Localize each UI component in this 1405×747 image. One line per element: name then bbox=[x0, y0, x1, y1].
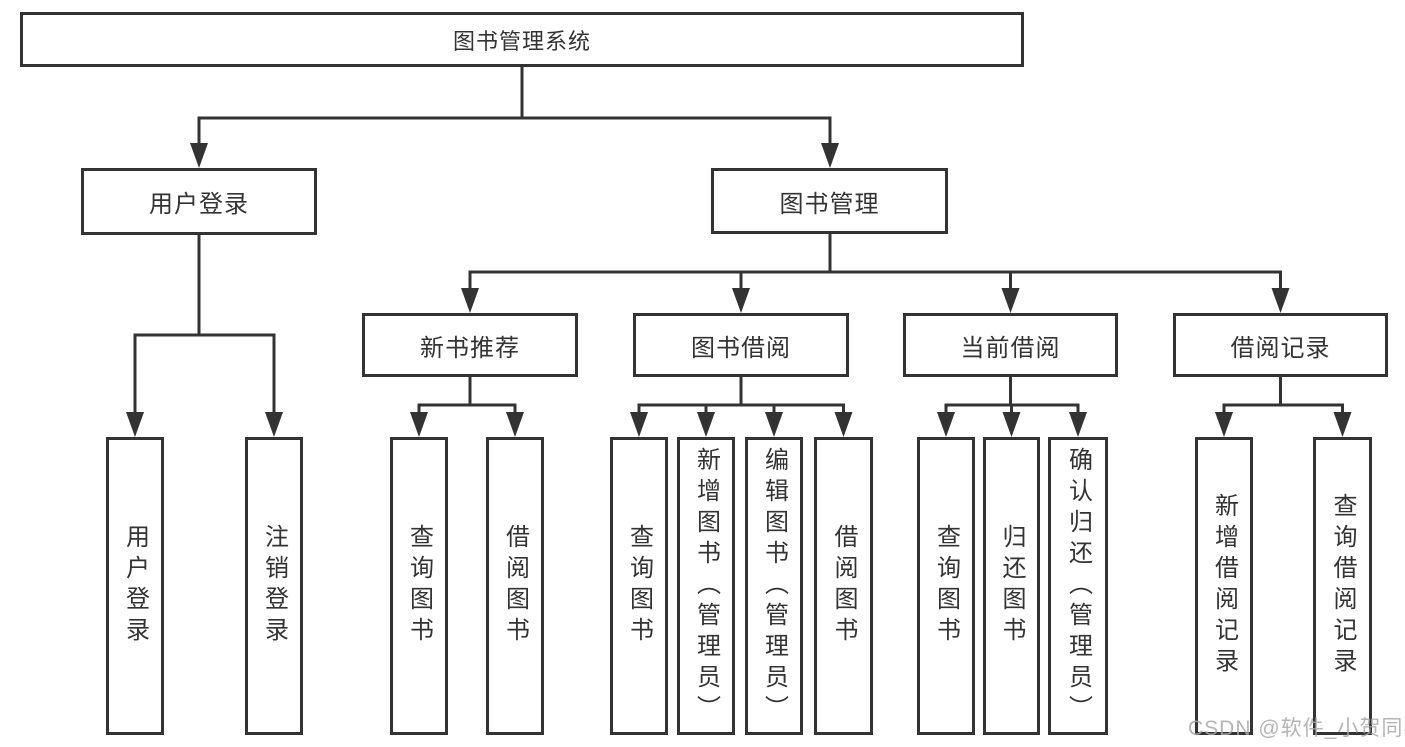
node-label: 查询图书 bbox=[625, 524, 653, 648]
arrow-down-icon bbox=[1069, 412, 1087, 437]
arrow-down-icon bbox=[461, 288, 479, 313]
node-label: 借阅图书 bbox=[830, 524, 857, 648]
node-user-login: 用户登录 bbox=[81, 168, 317, 235]
arrow-down-icon bbox=[1333, 412, 1352, 437]
arrow-down-icon bbox=[630, 412, 648, 437]
connector-current-borrow-branch bbox=[944, 377, 1080, 413]
arrow-down-icon bbox=[732, 288, 750, 313]
leaf-add-books-admin: 新增图书（管理员） bbox=[677, 437, 735, 735]
arrow-down-icon bbox=[937, 412, 955, 437]
node-label: 图书管理系统 bbox=[452, 28, 591, 54]
node-label: 借阅记录 bbox=[1230, 334, 1331, 362]
leaf-return-books: 归还图书 bbox=[983, 437, 1040, 735]
node-label: 查询图书 bbox=[932, 524, 960, 648]
node-label: 图书管理 bbox=[779, 190, 880, 218]
arrow-down-icon bbox=[821, 143, 839, 168]
arrow-down-icon bbox=[1001, 288, 1020, 313]
arrow-down-icon bbox=[410, 412, 428, 437]
node-label: 借阅图书 bbox=[501, 524, 529, 648]
node-new-book-recommend: 新书推荐 bbox=[362, 313, 578, 377]
leaf-borrow-books-recommend: 借阅图书 bbox=[486, 437, 544, 735]
arrowheads bbox=[126, 143, 1352, 437]
leaf-query-borrow-record: 查询借阅记录 bbox=[1313, 437, 1372, 735]
arrow-down-icon bbox=[1002, 412, 1021, 437]
csdn-watermark: CSDN @软件_小贺同学 bbox=[1188, 717, 1405, 740]
node-current-borrow: 当前借阅 bbox=[903, 313, 1118, 377]
node-library-management-system: 图书管理系统 bbox=[20, 12, 1024, 67]
leaf-logout: 注销登录 bbox=[245, 437, 303, 735]
node-label: 用户登录 bbox=[149, 191, 249, 218]
node-book-borrow: 图书借阅 bbox=[633, 313, 849, 377]
leaf-edit-books-admin: 编辑图书（管理员） bbox=[745, 437, 803, 735]
node-label: 查询图书 bbox=[405, 524, 433, 648]
node-label: 新增图书（管理员） bbox=[692, 446, 720, 726]
arrow-down-icon bbox=[697, 412, 715, 437]
arrow-down-icon bbox=[190, 143, 208, 168]
node-label: 归还图书 bbox=[998, 524, 1025, 648]
node-label: 新书推荐 bbox=[420, 334, 520, 362]
leaf-user-login: 用户登录 bbox=[106, 437, 164, 735]
leaf-query-books-borrow: 查询图书 bbox=[610, 437, 668, 735]
connector-user-login-branch bbox=[133, 235, 276, 413]
arrow-down-icon bbox=[1215, 412, 1233, 437]
arrow-down-icon bbox=[765, 412, 783, 437]
node-label: 注销登录 bbox=[260, 524, 288, 648]
node-label: 编辑图书（管理员） bbox=[760, 446, 788, 726]
connector-borrow-record-branch bbox=[1222, 377, 1344, 413]
connector-new-book-branch bbox=[417, 377, 517, 413]
leaf-confirm-return-admin: 确认归还（管理员） bbox=[1048, 437, 1108, 735]
node-label: 当前借阅 bbox=[960, 334, 1061, 362]
connector-tree bbox=[133, 67, 1344, 413]
arrow-down-icon bbox=[834, 412, 853, 437]
arrow-down-icon bbox=[506, 412, 524, 437]
node-label: 新增借阅记录 bbox=[1210, 493, 1238, 679]
connector-book-management-branch bbox=[468, 234, 1282, 289]
node-borrow-record: 借阅记录 bbox=[1173, 313, 1388, 377]
arrow-down-icon bbox=[1271, 288, 1290, 313]
arrow-down-icon bbox=[265, 412, 283, 437]
node-book-management: 图书管理 bbox=[711, 168, 948, 234]
leaf-query-books-current: 查询图书 bbox=[917, 437, 975, 735]
connector-book-borrow-branch bbox=[637, 377, 845, 413]
leaf-add-borrow-record: 新增借阅记录 bbox=[1195, 437, 1253, 735]
leaf-borrow-books: 借阅图书 bbox=[814, 437, 873, 735]
connector-root-to-level2 bbox=[197, 67, 832, 144]
leaf-query-books-recommend: 查询图书 bbox=[390, 437, 448, 735]
node-label: 查询借阅记录 bbox=[1329, 493, 1356, 679]
arrow-down-icon bbox=[126, 412, 144, 437]
node-label: 用户登录 bbox=[121, 524, 149, 648]
node-label: 确认归还（管理员） bbox=[1064, 446, 1092, 726]
node-label: 图书借阅 bbox=[691, 334, 791, 362]
